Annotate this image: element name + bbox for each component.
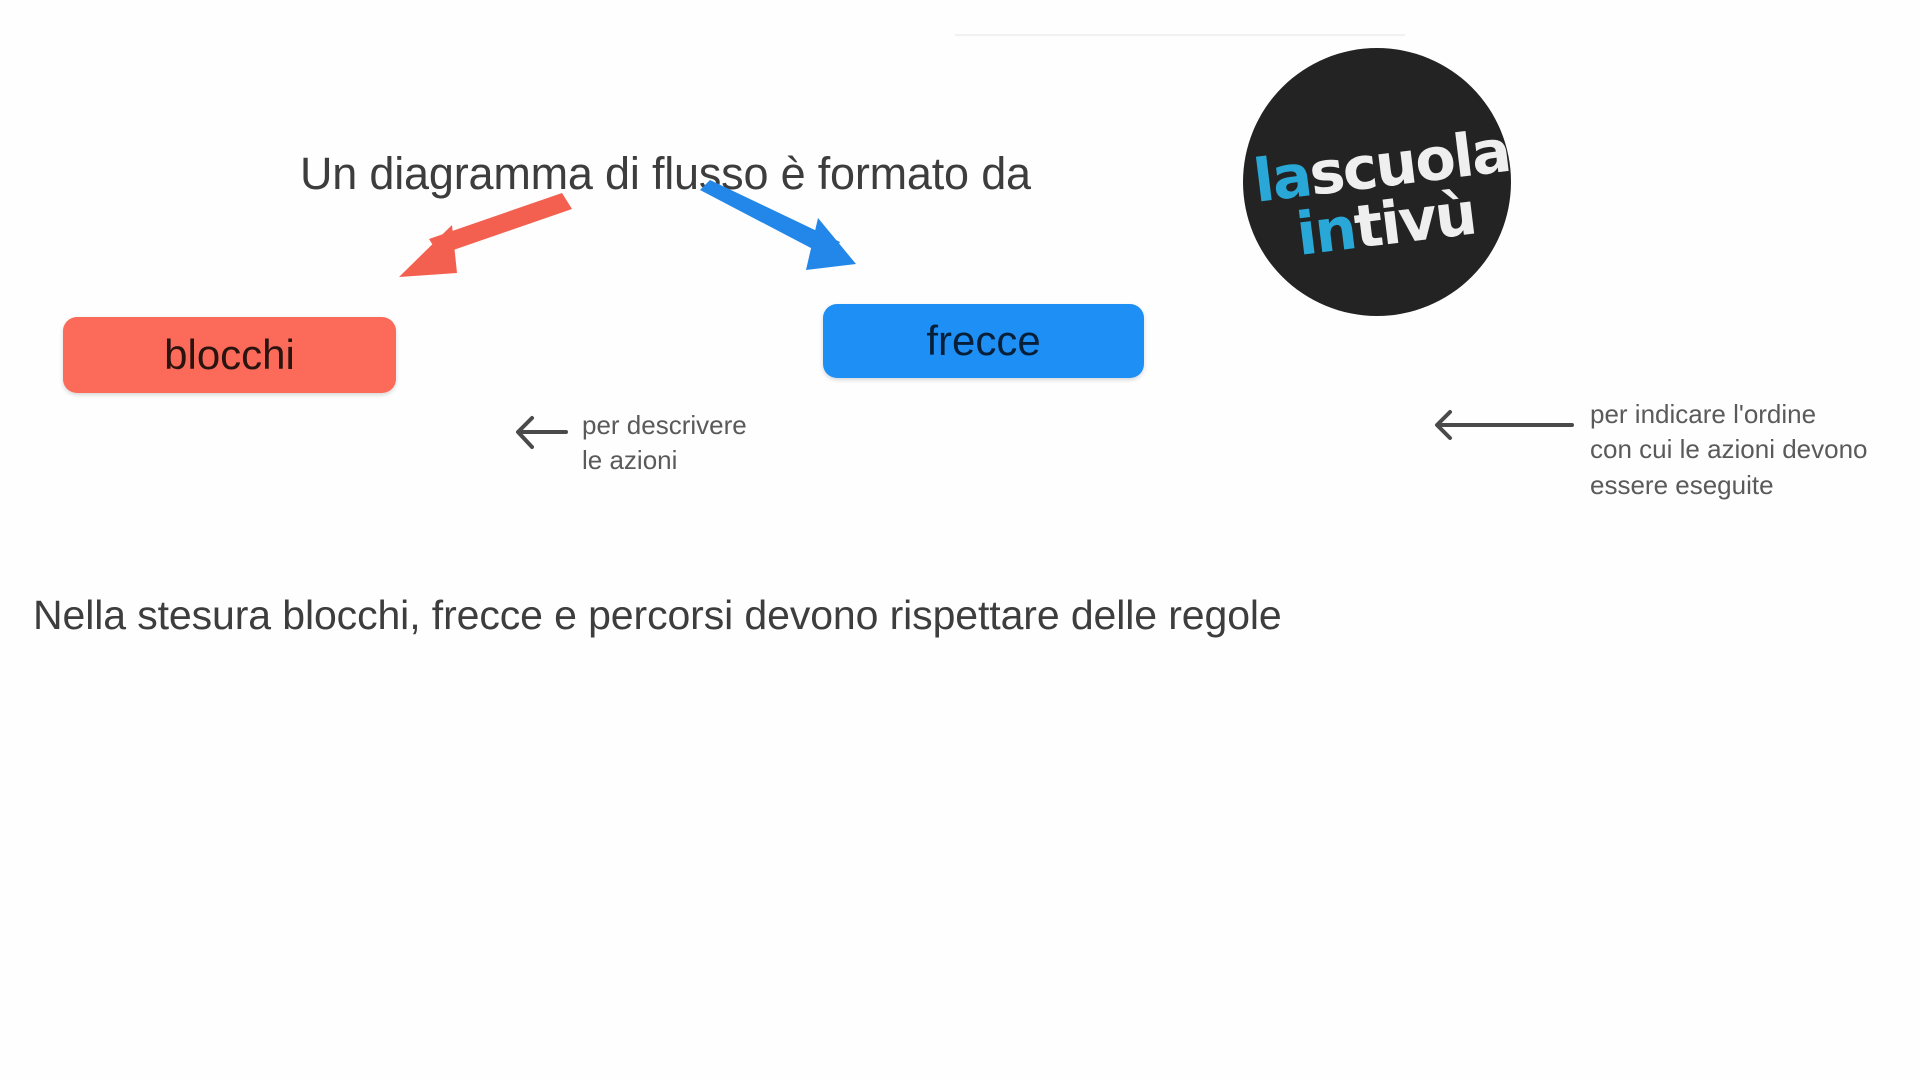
logo-wordmark: lascuola intivù — [1243, 48, 1511, 316]
term-box-blocchi-label: blocchi — [164, 331, 295, 378]
footnote-text: Nella stesura blocchi, frecce e percorsi… — [33, 592, 1282, 638]
callout-blocchi-line-2: le azioni — [582, 445, 678, 476]
callout-frecce-line-2: con cui le azioni devono — [1590, 434, 1868, 465]
callout-left-arrow-long-icon — [1435, 410, 1574, 440]
blue-arrow-icon — [700, 180, 856, 270]
term-box-frecce[interactable]: frecce — [823, 304, 1144, 378]
callout-blocchi-text: per descrivere le azioni — [582, 408, 747, 479]
callout-frecce-line-1: per indicare l'ordine — [1590, 399, 1817, 429]
top-hairline-divider — [955, 34, 1405, 36]
logo-text-in: in — [1292, 193, 1359, 269]
logo-text-tivu: tivù — [1350, 178, 1479, 262]
lascuolaintivu-logo: lascuola intivù — [1243, 48, 1511, 316]
term-box-frecce-label: frecce — [926, 317, 1041, 364]
callout-left-arrow-icon — [516, 416, 568, 449]
callout-frecce: per indicare l'ordine con cui le azioni … — [1432, 399, 1868, 503]
callout-frecce-line-3: essere eseguite — [1590, 469, 1774, 500]
red-arrow-icon — [399, 193, 572, 277]
callout-blocchi-line-1: per descrivere — [582, 410, 747, 440]
term-box-blocchi[interactable]: blocchi — [63, 317, 396, 393]
callout-blocchi: per descrivere le azioni — [512, 410, 747, 479]
callout-frecce-text: per indicare l'ordine con cui le azioni … — [1590, 397, 1868, 503]
page-title: Un diagramma di flusso è formato da — [300, 148, 1031, 199]
